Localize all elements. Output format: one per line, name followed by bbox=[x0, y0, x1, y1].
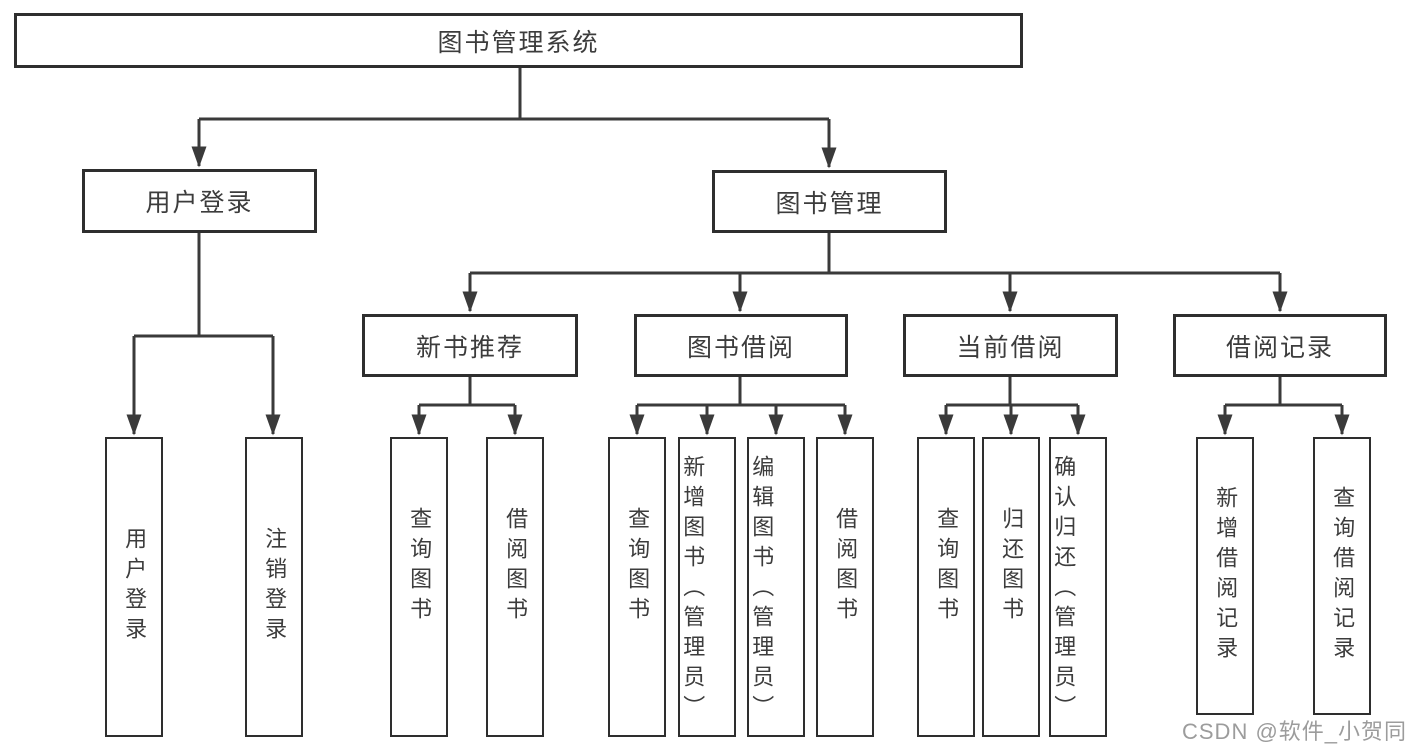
node-borrowing-records: 借阅记录 bbox=[1173, 314, 1387, 377]
leaf-add-books-admin-label: 新增图书（管理员） bbox=[680, 455, 706, 725]
node-user-login: 用户登录 bbox=[82, 169, 317, 233]
node-root: 图书管理系统 bbox=[14, 13, 1023, 68]
leaf-query-books-recommend-label: 查询图书 bbox=[407, 507, 433, 627]
leaf-add-borrow-record-label: 新增借阅记录 bbox=[1213, 486, 1239, 666]
node-root-label: 图书管理系统 bbox=[437, 28, 600, 57]
leaf-logout: 注销登录 bbox=[245, 437, 303, 737]
leaf-query-books-current: 查询图书 bbox=[917, 437, 975, 737]
leaf-edit-books-admin: 编辑图书（管理员） bbox=[747, 437, 805, 737]
leaf-confirm-return-admin: 确认归还（管理员） bbox=[1049, 437, 1107, 737]
node-new-book-recommend-label: 新书推荐 bbox=[415, 333, 524, 362]
leaf-query-books-current-label: 查询图书 bbox=[934, 507, 960, 627]
leaf-borrow-books-borrowing: 借阅图书 bbox=[816, 437, 874, 737]
leaf-logout-label: 注销登录 bbox=[262, 527, 288, 647]
node-book-borrowing: 图书借阅 bbox=[634, 314, 848, 377]
leaf-borrow-books-recommend-label: 借阅图书 bbox=[503, 507, 529, 627]
leaf-query-books-recommend: 查询图书 bbox=[390, 437, 448, 737]
leaf-query-books-borrowing-label: 查询图书 bbox=[625, 507, 651, 627]
node-book-management-label: 图书管理 bbox=[775, 189, 884, 218]
leaf-borrow-books-borrowing-label: 借阅图书 bbox=[833, 507, 859, 627]
leaf-add-borrow-record: 新增借阅记录 bbox=[1196, 437, 1254, 715]
node-current-borrowing: 当前借阅 bbox=[903, 314, 1118, 377]
node-current-borrowing-label: 当前借阅 bbox=[956, 333, 1065, 362]
node-book-management: 图书管理 bbox=[712, 170, 947, 233]
leaf-edit-books-admin-label: 编辑图书（管理员） bbox=[749, 455, 775, 725]
leaf-user-login-label: 用户登录 bbox=[122, 527, 148, 647]
leaf-confirm-return-admin-label: 确认归还（管理员） bbox=[1051, 455, 1077, 725]
leaf-query-books-borrowing: 查询图书 bbox=[608, 437, 666, 737]
leaf-return-books: 归还图书 bbox=[982, 437, 1040, 737]
leaf-return-books-label: 归还图书 bbox=[999, 507, 1025, 627]
watermark: CSDN @软件_小贺同学 bbox=[1182, 719, 1405, 744]
leaf-borrow-books-recommend: 借阅图书 bbox=[486, 437, 544, 737]
node-book-borrowing-label: 图书借阅 bbox=[686, 333, 795, 362]
node-borrowing-records-label: 借阅记录 bbox=[1225, 333, 1334, 362]
node-user-login-label: 用户登录 bbox=[145, 189, 254, 217]
node-new-book-recommend: 新书推荐 bbox=[362, 314, 578, 377]
leaf-query-borrow-record: 查询借阅记录 bbox=[1313, 437, 1371, 715]
leaf-user-login: 用户登录 bbox=[105, 437, 163, 737]
leaf-add-books-admin: 新增图书（管理员） bbox=[678, 437, 736, 737]
leaf-query-borrow-record-label: 查询借阅记录 bbox=[1330, 486, 1356, 666]
